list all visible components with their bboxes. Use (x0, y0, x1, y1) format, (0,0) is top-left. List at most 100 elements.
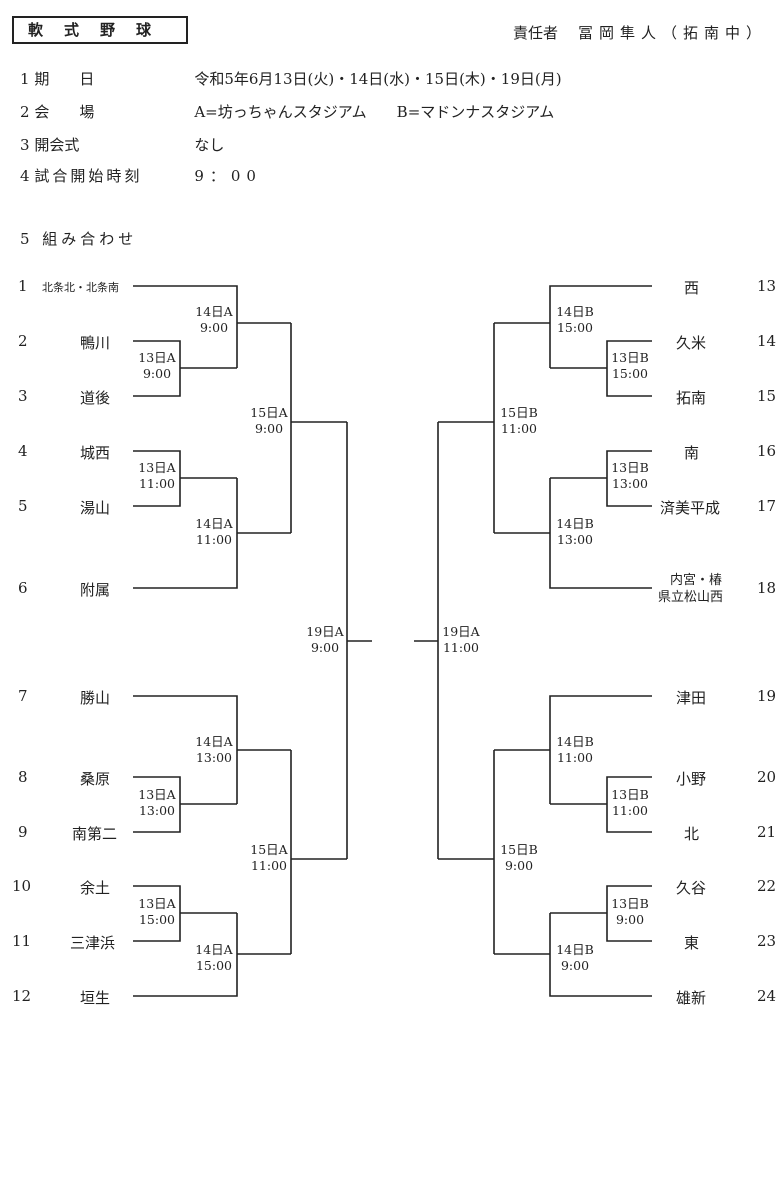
team-name: 済美平成 (660, 499, 721, 517)
info-value: A=坊っちゃんスタジアム B=マドンナスタジアム (194, 103, 555, 121)
team-name: 津田 (676, 689, 707, 707)
seed-number: 24 (757, 987, 777, 1005)
bracket-line (133, 285, 238, 368)
seed-number: 12 (12, 987, 32, 1005)
section-bracket-heading: 5 組み合わせ (20, 230, 138, 248)
info-value: 9：00 (194, 167, 262, 185)
responsible-name: 冨岡隼人（拓南中） (577, 24, 767, 42)
team-name: 南第二 (72, 825, 118, 843)
info-num: 1 (20, 70, 30, 88)
seed-number: 7 (18, 687, 28, 705)
bracket-line (133, 913, 238, 997)
team-name: 城西 (80, 444, 111, 462)
seed-number: 3 (18, 387, 28, 405)
bracket-line (549, 478, 652, 589)
team-name-line2: 県立松山西 (658, 590, 724, 605)
team-name: 道後 (80, 389, 111, 407)
seed-number: 15 (757, 387, 777, 405)
info-line-date: 1 期 日 令和5年6月13日(火)・14日(水)・15日(木)・19日(月) (20, 68, 562, 89)
team-name: 久米 (676, 334, 707, 352)
seed-number: 20 (757, 768, 777, 786)
team-name: 久谷 (676, 879, 707, 897)
info-label: 試合開始時刻 (34, 167, 143, 185)
team-name: 附属 (80, 581, 111, 599)
info-label: 期 日 (34, 70, 95, 88)
seed-number: 6 (18, 579, 28, 597)
info-line-start-time: 4 試合開始時刻 9：00 (20, 165, 262, 186)
seed-number: 5 (18, 497, 28, 515)
team-name: 北 (684, 825, 700, 843)
info-line-ceremony: 3 開会式 なし (20, 134, 224, 155)
bracket-line (133, 695, 238, 804)
team-name: 南 (684, 444, 700, 462)
seed-number: 21 (757, 823, 777, 841)
info-label: 開会式 (34, 136, 80, 154)
seed-number: 2 (18, 332, 28, 350)
seed-number: 8 (18, 768, 28, 786)
bracket-line (133, 478, 238, 589)
info-value: 令和5年6月13日(火)・14日(水)・15日(木)・19日(月) (194, 70, 562, 88)
seed-number: 11 (12, 932, 32, 950)
seed-number: 1 (18, 277, 28, 295)
sport-title: 軟式野球 (12, 16, 188, 44)
team-name: 鴨川 (80, 334, 111, 352)
info-num: 4 (20, 167, 30, 185)
team-name: 西 (684, 279, 700, 297)
seed-number: 14 (757, 332, 777, 350)
seed-number: 17 (757, 497, 777, 515)
team-name: 内宮・椿 (670, 573, 723, 588)
seed-number: 23 (757, 932, 777, 950)
info-num: 3 (20, 136, 30, 154)
team-name: 小野 (676, 770, 707, 788)
seed-number: 10 (12, 877, 32, 895)
responsible-person: 責任者 冨岡隼人（拓南中） (513, 22, 767, 43)
team-name: 桑原 (80, 770, 111, 788)
seed-number: 9 (18, 823, 28, 841)
team-name: 三津浜 (70, 934, 116, 952)
bracket-line (549, 285, 652, 368)
team-name: 拓南 (676, 389, 707, 407)
team-name: 湯山 (80, 499, 111, 517)
seed-number: 18 (757, 579, 777, 597)
bracket-line (549, 913, 652, 997)
bracket-line (549, 695, 652, 804)
responsible-label: 責任者 (512, 24, 558, 42)
info-label: 会 場 (34, 103, 95, 121)
team-name: 余土 (80, 879, 111, 897)
seed-number: 13 (757, 277, 777, 295)
team-name: 北条北・北条南 (42, 281, 119, 294)
team-name: 東 (684, 934, 700, 952)
team-name: 雄新 (676, 989, 707, 1007)
seed-number: 19 (757, 687, 777, 705)
seed-number: 4 (18, 442, 28, 460)
team-name: 勝山 (80, 689, 111, 707)
info-value: なし (194, 136, 225, 154)
team-name: 垣生 (80, 989, 111, 1007)
seed-number: 22 (757, 877, 777, 895)
seed-number: 16 (757, 442, 777, 460)
